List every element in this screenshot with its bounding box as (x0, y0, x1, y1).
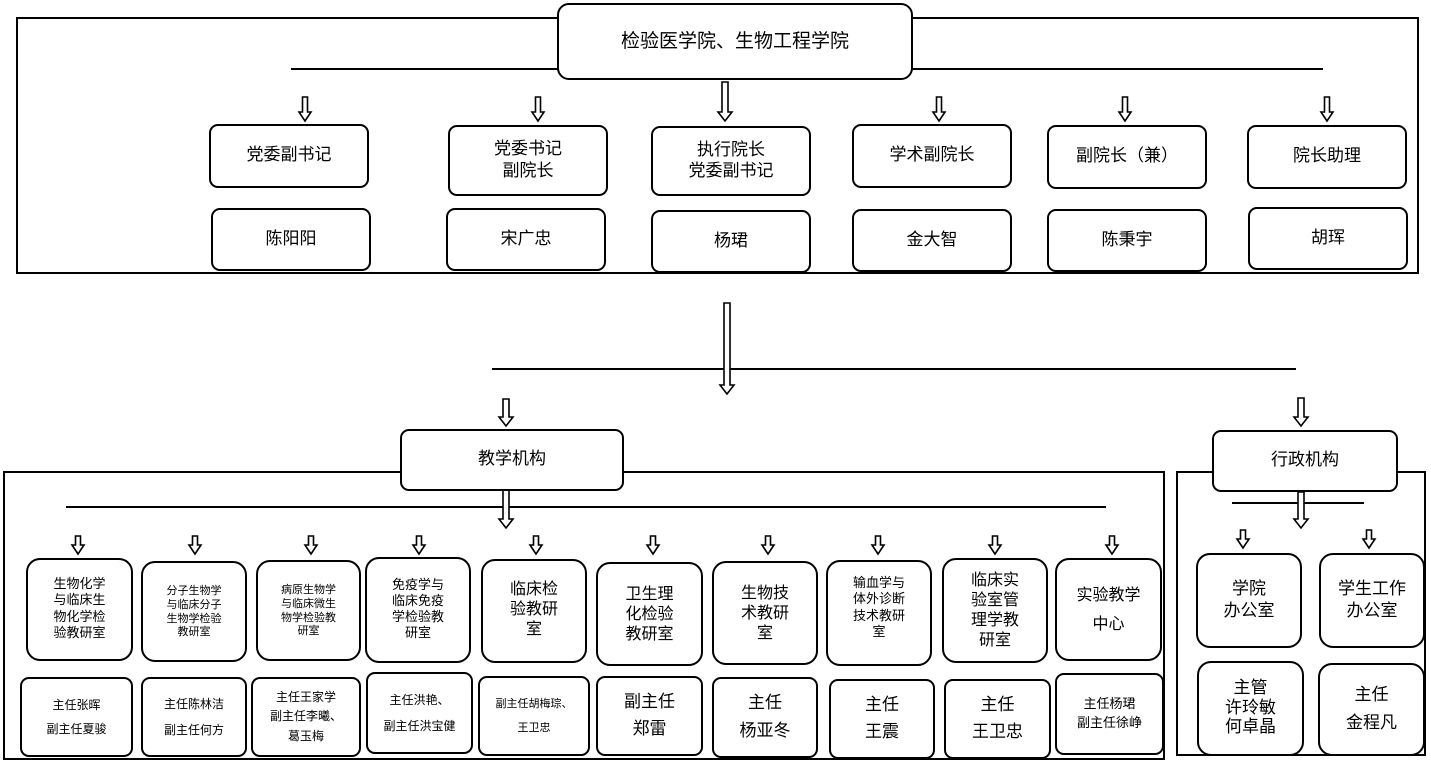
teaching-staff: 主任张晖 副主任夏骏 (46, 698, 107, 736)
leader-name-box: 陈秉宇 (1047, 209, 1207, 272)
admin-unit-box: 学生工作 办公室 (1319, 553, 1425, 648)
admin-connector-line (1232, 502, 1364, 504)
leader-role: 学术副院长 (889, 145, 975, 166)
leader-role-box: 执行院长 党委副书记 (651, 126, 811, 196)
teaching-staff: 主任陈林洁 副主任何方 (163, 696, 224, 737)
leader-role-box: 党委书记 副院长 (448, 125, 608, 196)
teaching-unit-name: 输血学与 体外诊断 技术教研 室 (852, 576, 905, 640)
teaching-staff-box: 主任张晖 副主任夏骏 (20, 677, 133, 757)
teaching-unit-box: 卫生理 化检验 教研室 (596, 562, 703, 666)
teaching-unit-name: 卫生理 化检验 教研室 (625, 584, 674, 643)
teaching-unit-name: 临床检 验教研 室 (509, 579, 558, 638)
admin-staff: 主任 金程凡 (1346, 685, 1397, 733)
teaching-staff: 主任洪艳、 副主任洪宝健 (383, 692, 456, 733)
down-arrow-icon (1292, 397, 1310, 428)
teaching-staff-box: 副主任胡梅琮、 王卫忠 (478, 676, 590, 756)
admin-unit-box: 学院 办公室 (1196, 553, 1302, 648)
school-title: 检验医学院、生物工程学院 (620, 29, 849, 52)
teaching-unit-name: 实验教学 中心 (1076, 584, 1141, 633)
teaching-staff-box: 主任洪艳、 副主任洪宝健 (366, 672, 473, 754)
teaching-unit-box: 临床检 验教研 室 (481, 559, 587, 663)
teaching-unit-name: 病原生物学 与临床微生 物学检验教 研室 (281, 583, 336, 638)
teaching-unit-name: 分子生物学 与临床分子 生物学检验 教研室 (166, 584, 222, 639)
teaching-unit-name: 临床实 验室管 理学教 研室 (970, 570, 1019, 649)
leader-name: 陈阳阳 (265, 228, 317, 249)
leader-role: 副院长（兼） (1076, 146, 1178, 167)
teaching-unit-name: 生物技 术教研 室 (740, 583, 789, 642)
leader-role-box: 院长助理 (1247, 125, 1407, 189)
teaching-staff: 主任王家学 副主任李曦、 葛玉梅 (269, 690, 342, 743)
leader-name: 胡珲 (1311, 227, 1345, 248)
leader-name-box: 杨珺 (651, 210, 811, 273)
admin-title: 行政机构 (1271, 450, 1339, 471)
teaching-unit-box: 免疫学与 临床免疫 学检验教 研室 (365, 557, 471, 663)
leader-name-box: 陈阳阳 (211, 208, 371, 271)
school-title-box: 检验医学院、生物工程学院 (557, 3, 913, 80)
teaching-staff-box: 主任杨珺 副主任徐峥 (1055, 673, 1164, 755)
teaching-unit-box: 输血学与 体外诊断 技术教研 室 (826, 560, 932, 666)
leader-role: 执行院长 党委副书记 (688, 139, 774, 181)
teaching-unit-name: 生物化学 与临床生 物化学检 验教研室 (53, 577, 106, 641)
leader-name: 陈秉宇 (1101, 229, 1153, 250)
leader-name-box: 宋广忠 (446, 208, 606, 271)
down-arrow-icon (497, 398, 515, 428)
leader-name-box: 金大智 (852, 209, 1012, 272)
teaching-staff-box: 副主任 郑雷 (596, 676, 703, 756)
leader-name: 杨珺 (714, 230, 748, 251)
teaching-staff-box: 主任陈林洁 副主任何方 (141, 677, 247, 757)
leader-role: 党委副书记 (246, 145, 332, 166)
teaching-unit-name: 免疫学与 临床免疫 学检验教 研室 (391, 577, 444, 642)
teaching-unit-box: 临床实 验室管 理学教 研室 (942, 558, 1048, 663)
leader-name-box: 胡珲 (1248, 207, 1408, 270)
teaching-unit-box: 病原生物学 与临床微生 物学检验教 研室 (256, 560, 361, 661)
teaching-staff: 主任 杨亚冬 (739, 693, 791, 741)
teaching-staff: 副主任胡梅琮、 王卫忠 (495, 696, 573, 734)
leader-role: 院长助理 (1293, 146, 1361, 167)
teaching-staff: 主任杨珺 副主任徐峥 (1076, 696, 1142, 732)
leader-role-box: 副院长（兼） (1047, 125, 1207, 189)
teaching-unit-box: 分子生物学 与临床分子 生物学检验 教研室 (141, 561, 247, 662)
teaching-connector-line (66, 506, 1106, 508)
leader-role: 党委书记 副院长 (494, 139, 562, 181)
leader-name: 宋广忠 (500, 228, 552, 249)
teaching-staff: 主任 王卫忠 (972, 694, 1023, 742)
admin-unit-name: 学院 办公室 (1223, 579, 1275, 621)
teaching-staff-box: 主任 王卫忠 (944, 679, 1051, 759)
leader-role-box: 学术副院长 (852, 124, 1012, 188)
teaching-unit-box: 生物技 术教研 室 (712, 561, 818, 665)
teaching-staff: 副主任 郑雷 (624, 691, 675, 739)
admin-staff-box: 主管 许玲敏 何卓晶 (1197, 661, 1304, 756)
teaching-title-box: 教学机构 (400, 429, 624, 491)
teaching-title: 教学机构 (478, 449, 546, 470)
leader-name: 金大智 (906, 229, 958, 250)
teaching-staff-box: 主任 王震 (829, 679, 935, 759)
leader-role-box: 党委副书记 (209, 124, 369, 188)
admin-staff: 主管 许玲敏 何卓晶 (1225, 678, 1276, 738)
teaching-staff-box: 主任 杨亚冬 (712, 677, 818, 758)
teaching-staff-box: 主任王家学 副主任李曦、 葛玉梅 (251, 677, 361, 757)
admin-staff-box: 主任 金程凡 (1318, 663, 1425, 756)
teaching-unit-box: 实验教学 中心 (1055, 558, 1162, 661)
down-arrow-icon (718, 302, 736, 396)
admin-unit-name: 学生工作 办公室 (1338, 579, 1406, 621)
branch-connector-line (492, 368, 1296, 370)
admin-title-box: 行政机构 (1212, 430, 1398, 492)
teaching-staff: 主任 王震 (865, 694, 899, 742)
teaching-unit-box: 生物化学 与临床生 物化学检 验教研室 (26, 558, 133, 661)
